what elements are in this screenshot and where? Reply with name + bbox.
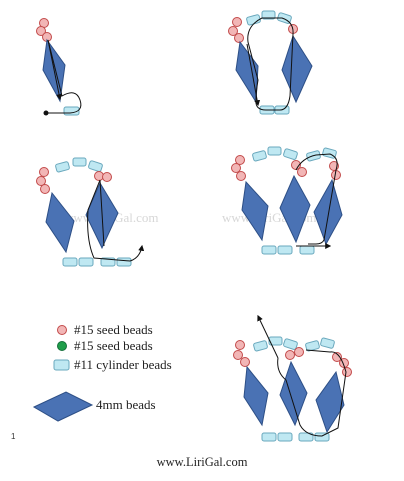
legend-label-cylinder: #11 cylinder beads <box>74 357 172 372</box>
thread-path <box>87 179 145 262</box>
diamond-bead-icon <box>279 174 311 244</box>
seed-bead-pink-icon <box>297 167 307 177</box>
legend <box>32 325 94 422</box>
step-3 <box>36 157 145 267</box>
cylinder-bead-icon <box>116 257 132 267</box>
seed-bead-pink-icon <box>102 172 112 182</box>
seed-bead-pink-icon <box>228 26 238 36</box>
cylinder-bead-icon <box>314 432 330 442</box>
seed-bead-pink-icon <box>36 176 46 186</box>
step-2 <box>228 10 313 115</box>
diamond-bead-icon <box>243 365 269 427</box>
thread-end-dot <box>43 110 49 116</box>
diamond-bead-icon <box>45 191 75 254</box>
diamond-bead-icon <box>241 180 269 242</box>
seed-bead-pink-icon <box>36 26 46 36</box>
cylinder-bead-icon <box>78 257 94 267</box>
legend-label-seed-green: #15 seed beads <box>74 338 153 353</box>
diamond-bead-icon <box>235 40 259 104</box>
cylinder-bead-icon <box>277 432 293 442</box>
cylinder-bead-icon <box>53 359 70 371</box>
cylinder-bead-icon <box>100 257 116 267</box>
seed-bead-pink-icon <box>231 163 241 173</box>
seed-bead-pink-icon <box>233 350 243 360</box>
thread-path <box>257 314 279 359</box>
thread-path <box>277 349 347 437</box>
seed-bead-pink-icon <box>57 325 67 335</box>
seed-bead-pink-icon <box>240 357 250 367</box>
cylinder-bead-icon <box>261 10 276 20</box>
legend-label-diamond: 4mm beads <box>96 397 156 412</box>
seed-bead-pink-icon <box>236 171 246 181</box>
seed-bead-pink-icon <box>234 33 244 43</box>
cylinder-bead-icon <box>72 157 87 167</box>
thread-path <box>99 179 105 247</box>
cylinder-bead-icon <box>277 245 293 255</box>
cylinder-bead-icon <box>55 161 70 173</box>
seed-bead-pink-icon <box>332 352 342 362</box>
thread-path <box>46 39 82 114</box>
step-4 <box>231 146 343 255</box>
cylinder-bead-icon <box>62 257 78 267</box>
cylinder-bead-icon <box>252 150 267 162</box>
diamond-bead-icon <box>315 370 345 434</box>
seed-bead-pink-icon <box>342 367 352 377</box>
thread-path <box>295 153 338 245</box>
cylinder-bead-icon <box>283 338 298 350</box>
cylinder-bead-icon <box>268 336 283 346</box>
cylinder-bead-icon <box>283 148 298 160</box>
footer-url: www.LiriGal.com <box>156 455 248 469</box>
legend-label-seed-pink: #15 seed beads <box>74 322 153 337</box>
seed-bead-pink-icon <box>285 350 295 360</box>
cylinder-bead-icon <box>261 245 277 255</box>
seed-bead-pink-icon <box>39 167 49 177</box>
seed-bead-pink-icon <box>40 184 50 194</box>
diamond-bead-icon <box>279 360 308 427</box>
seed-bead-pink-icon <box>235 340 245 350</box>
step-1 <box>36 18 82 116</box>
thread-path <box>247 17 294 111</box>
cylinder-bead-icon <box>267 146 282 156</box>
cylinder-bead-icon <box>320 337 335 349</box>
seed-bead-green-icon <box>57 341 67 351</box>
seed-bead-pink-icon <box>235 155 245 165</box>
cylinder-bead-icon <box>88 160 103 172</box>
diamond-bead-icon <box>313 178 343 246</box>
seed-bead-pink-icon <box>294 347 304 357</box>
seed-bead-pink-icon <box>232 17 242 27</box>
step-5 <box>233 314 352 442</box>
diamond-bead-icon <box>32 391 94 422</box>
cylinder-bead-icon <box>261 432 277 442</box>
diamond-bead-icon <box>281 34 313 104</box>
thread-path <box>47 39 62 101</box>
cylinder-bead-icon <box>298 432 314 442</box>
cylinder-bead-icon <box>299 245 315 255</box>
cylinder-bead-icon <box>305 340 320 352</box>
thread-path <box>246 43 261 107</box>
page-number: 1 <box>11 432 16 441</box>
cylinder-bead-icon <box>253 340 268 352</box>
